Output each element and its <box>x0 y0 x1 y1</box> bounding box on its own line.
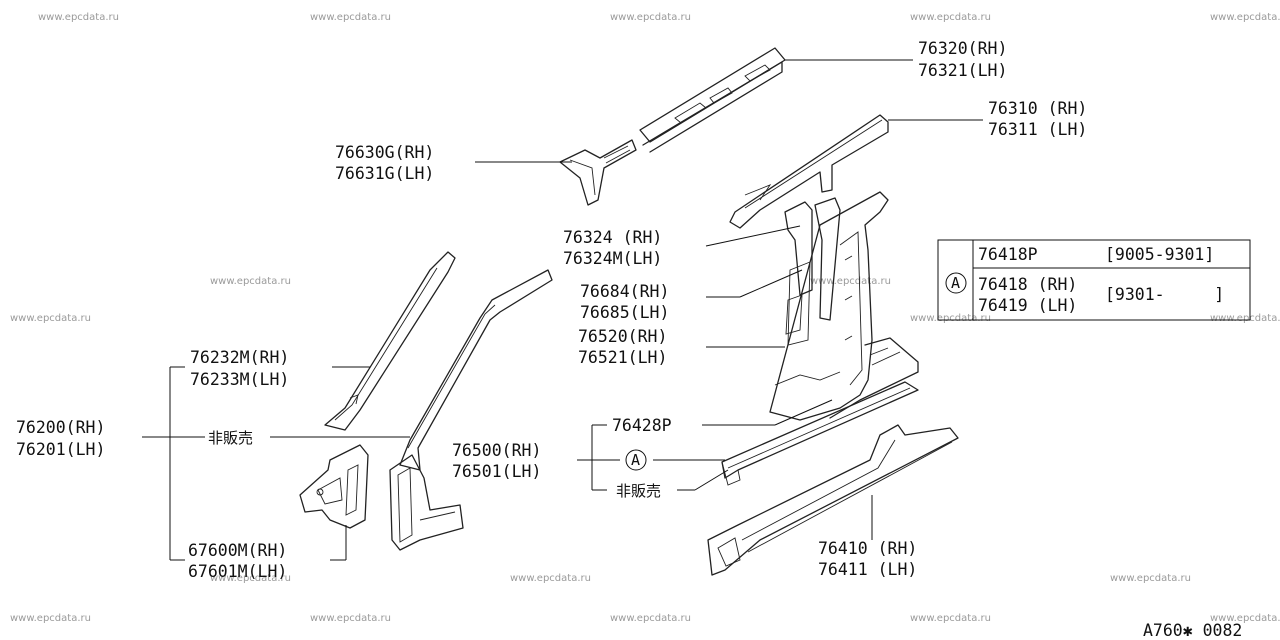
ref-marker-circle <box>625 449 647 471</box>
label-76320-rh: 76320(RH) <box>918 39 1007 58</box>
label-76630-lh: 76631G(LH) <box>335 164 434 183</box>
reference-table: A 76418P [9005-9301] 76418 (RH) 76419 (L… <box>937 239 1251 321</box>
ref-row2-part-lh: 76419 (LH) <box>978 296 1077 315</box>
label-76428: 76428P <box>612 416 672 435</box>
ref-table-marker: A <box>951 274 960 292</box>
watermark: www.epcdata.ru <box>1210 12 1280 23</box>
label-76630-rh: 76630G(RH) <box>335 143 434 162</box>
ref-table-marker-circle <box>945 272 967 294</box>
label-76320-lh: 76321(LH) <box>918 61 1007 80</box>
watermark: www.epcdata.ru <box>310 613 391 624</box>
label-76684-rh: 76684(RH) <box>580 282 669 301</box>
watermark: www.epcdata.ru <box>10 313 91 324</box>
part-76428-sill-reinforce <box>721 381 919 486</box>
ref-row1-period: [9005-9301] <box>1105 245 1214 264</box>
diagram-code: A760✱ 0082 <box>1143 621 1242 640</box>
watermark: www.epcdata.ru <box>910 12 991 23</box>
part-67600-bracket <box>299 444 369 529</box>
label-76310-lh: 76311 (LH) <box>988 120 1087 139</box>
label-67600-rh: 67600M(RH) <box>188 541 287 560</box>
watermark: www.epcdata.ru <box>210 276 291 287</box>
ref-marker-a: A <box>631 451 640 469</box>
label-not-for-sale: 非販売 <box>208 429 253 447</box>
watermark: www.epcdata.ru <box>1210 613 1280 624</box>
watermark: www.epcdata.ru <box>510 573 591 584</box>
label-76200-lh: 76201(LH) <box>16 440 105 459</box>
watermark: www.epcdata.ru <box>38 12 119 23</box>
watermark: www.epcdata.ru <box>910 613 991 624</box>
part-76200-front-pillar <box>389 269 553 551</box>
part-76310-roof-side-rail <box>729 114 889 229</box>
label-76200-rh: 76200(RH) <box>16 418 105 437</box>
label-76232-rh: 76232M(RH) <box>190 348 289 367</box>
watermark: www.epcdata.ru <box>810 276 891 287</box>
label-76500-rh: 76500(RH) <box>452 441 541 460</box>
part-76232-pillar-strip <box>324 251 456 431</box>
ref-row2-part-rh: 76418 (RH) <box>978 275 1077 294</box>
part-76320-roof-rail <box>639 47 786 153</box>
label-76684-lh: 76685(LH) <box>580 303 669 322</box>
label-67600-lh: 67601M(LH) <box>188 562 287 581</box>
watermark-layer: www.epcdata.ru www.epcdata.ru www.epcdat… <box>10 12 1280 624</box>
label-76410-lh: 76411 (LH) <box>818 560 917 579</box>
label-76520-lh: 76521(LH) <box>578 348 667 367</box>
label-76410-rh: 76410 (RH) <box>818 539 917 558</box>
label-76500-lh: 76501(LH) <box>452 462 541 481</box>
part-76630-bracket <box>559 139 637 206</box>
label-76310-rh: 76310 (RH) <box>988 99 1087 118</box>
part-center-pillar-group <box>769 191 919 421</box>
watermark: www.epcdata.ru <box>210 573 291 584</box>
leader-lines <box>142 59 983 561</box>
watermark: www.epcdata.ru <box>1210 313 1280 324</box>
ref-row1-part: 76418P <box>978 245 1038 264</box>
watermark: www.epcdata.ru <box>910 313 991 324</box>
watermark: www.epcdata.ru <box>1110 573 1191 584</box>
label-76324-lh: 76324M(LH) <box>563 249 662 268</box>
label-76232-lh: 76233M(LH) <box>190 370 289 389</box>
ref-row2-period: [9301- ] <box>1105 285 1224 304</box>
callout-labels: 76320(RH) 76321(LH) 76310 (RH) 76311 (LH… <box>16 39 1087 581</box>
label-not-for-sale: 非販売 <box>616 482 661 500</box>
watermark: www.epcdata.ru <box>610 613 691 624</box>
label-76520-rh: 76520(RH) <box>578 327 667 346</box>
label-76324-rh: 76324 (RH) <box>563 228 662 247</box>
part-76410-outer-sill <box>707 424 959 576</box>
watermark: www.epcdata.ru <box>610 12 691 23</box>
watermark: www.epcdata.ru <box>10 613 91 624</box>
watermark: www.epcdata.ru <box>310 12 391 23</box>
